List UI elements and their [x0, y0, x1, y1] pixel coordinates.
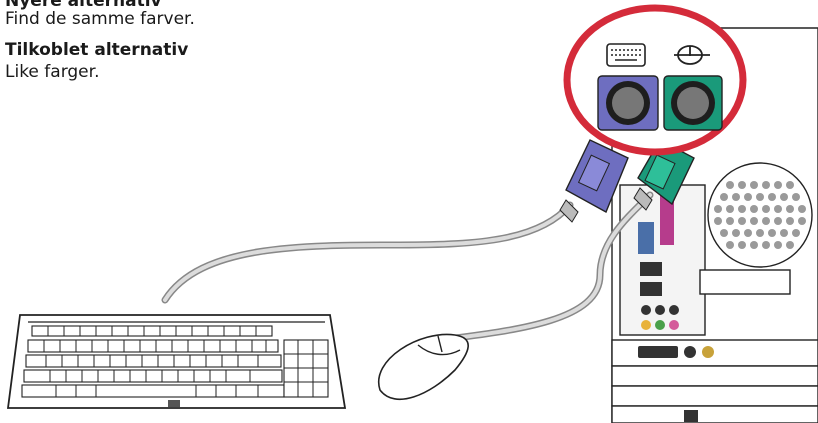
keyboard-icon: [607, 44, 645, 66]
port-highlight-callout: [567, 8, 743, 152]
keyboard-cable: [165, 205, 570, 300]
keyboard-port: [598, 76, 658, 130]
mouse: [379, 334, 468, 399]
mouse-port: [664, 76, 722, 130]
keyboard: [8, 315, 345, 408]
